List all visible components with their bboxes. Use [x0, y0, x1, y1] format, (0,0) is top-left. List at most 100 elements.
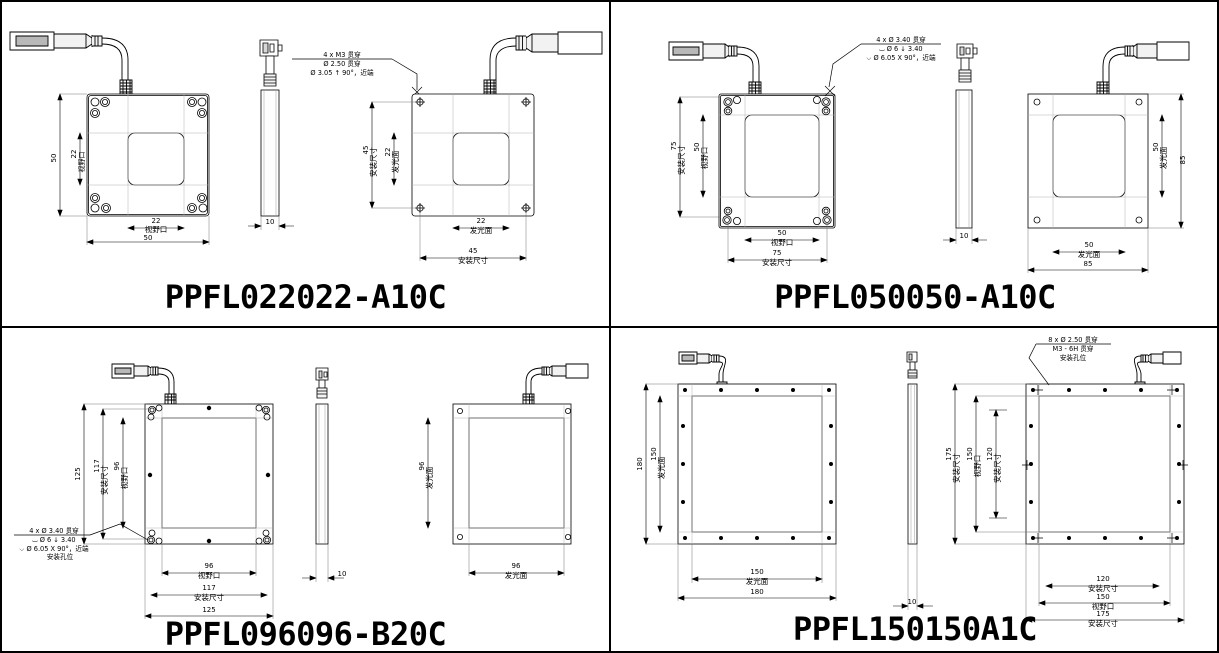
corner-screws: [146, 404, 271, 545]
callout-line3: ⌵ Ø 6.05 X 90°，近端: [19, 544, 89, 553]
front-view-dimensions: [677, 96, 828, 263]
dim-front-left-22-value: 22: [70, 150, 78, 159]
dim-front-left-75-value: 75: [670, 142, 678, 151]
cable-connector-front: [111, 363, 177, 405]
dim-front-left-50-label: 视野口: [699, 147, 709, 170]
callout-line3: Ø 3.05 ↑ 90°，近端: [310, 68, 374, 77]
rear-view-dimensions: [1027, 93, 1184, 273]
dim-front-left-150-value: 150: [650, 447, 658, 460]
hole-callout: [1028, 343, 1111, 386]
dim-rear-bottom-22-value: 22: [477, 217, 486, 225]
corner-screws: [90, 97, 208, 213]
dim-front-bottom-125: 125: [202, 606, 215, 614]
dim-front-bottom-150-value: 150: [750, 568, 763, 576]
side-view: [943, 43, 987, 244]
dim-rear-left-150-label: 视野口: [972, 455, 982, 478]
dim-side-thickness: 10: [908, 598, 917, 606]
dim-front-left-117-label: 安装尺寸: [99, 465, 109, 495]
dim-rear-left-22-label: 发光面: [390, 150, 400, 173]
front-view-dimensions: [81, 403, 274, 619]
front-view-body: [718, 93, 836, 229]
dim-front-left-125: 125: [74, 467, 82, 480]
front-view-body: [677, 383, 837, 545]
dim-rear-bottom-45-label: 安装尺寸: [458, 255, 488, 265]
model-title-ppfl150150: PPFL150150A1C: [793, 610, 1037, 648]
hole-callout-bottom: [14, 523, 149, 541]
rear-view-dimensions: [425, 417, 565, 576]
dim-front-bottom-150-label: 发光面: [746, 576, 769, 586]
rear-view-dimensions: [369, 101, 527, 261]
drawing-panel-ppfl022022: 50 22 视野口 22 视野口 50: [2, 2, 611, 328]
callout-line2: Ø 2.50 贯穿: [323, 59, 361, 68]
dim-rear-bottom-120-label: 安装尺寸: [1088, 583, 1118, 593]
dim-front-bottom-50: 50: [144, 234, 153, 242]
dim-front-left-96-label: 视野口: [119, 467, 129, 490]
dim-rear-bottom-50-value: 50: [1085, 241, 1094, 249]
drawing-ppfl050050: 75 安装尺寸 50 视野口 50 视野口 75 安装尺寸 4 x Ø 3.40…: [668, 35, 1190, 273]
rear-view-body: [1022, 383, 1188, 545]
cable-connector-rear: [483, 31, 603, 95]
drawing-ppfl096096: 125 117 安装尺寸 96 视野口 96 视野口 117 安装尺寸 125: [14, 363, 589, 619]
side-view: [248, 39, 294, 230]
dim-rear-bottom-22-label: 发光面: [470, 225, 493, 235]
side-view: [302, 367, 344, 582]
dim-rear-bottom-175-value: 175: [1096, 610, 1109, 618]
rear-view-body: [452, 403, 572, 545]
dim-front-bottom-22-value: 22: [152, 217, 161, 225]
dim-front-bottom-96-value: 96: [205, 562, 214, 570]
callout-line1: 4 x Ø 3.40 贯穿: [29, 526, 79, 535]
dim-front-left-22-label: 视野口: [77, 152, 86, 173]
dim-rear-bottom-150-value: 150: [1096, 593, 1109, 601]
rear-view-body: [411, 93, 535, 217]
dim-rear-right-85: 85: [1179, 156, 1187, 165]
edge-mounting-holes: [1022, 385, 1188, 543]
callout-line1: 8 x Ø 2.50 贯穿: [1048, 335, 1098, 344]
callout-line3: 安装孔位: [1060, 353, 1087, 362]
dim-rear-right-50-value: 50: [1152, 143, 1160, 152]
dim-rear-left-45-label: 安装尺寸: [368, 147, 378, 177]
rear-view-dimensions: [952, 383, 1185, 624]
side-view: [893, 351, 933, 610]
callout-line2: ⌴ Ø 6 ↓ 3.40: [32, 536, 75, 544]
dim-front-left-180: 180: [636, 457, 644, 470]
callout-line2: M3 - 6H 贯穿: [1053, 344, 1094, 353]
cable-connector-front: [9, 31, 133, 95]
dim-front-bottom-22-label: 视野口: [145, 224, 168, 234]
dim-front-left-150-label: 发光面: [656, 456, 666, 479]
drawing-panel-ppfl050050: 75 安装尺寸 50 视野口 50 视野口 75 安装尺寸 4 x Ø 3.40…: [611, 2, 1219, 328]
model-title-ppfl096096: PPFL096096-B20C: [164, 615, 447, 653]
dim-rear-bottom-50-label: 发光面: [1078, 249, 1101, 259]
rear-view-body: [1027, 93, 1149, 229]
dim-front-bottom-117-value: 117: [202, 584, 215, 592]
dim-rear-bottom-150-label: 视野口: [1092, 601, 1115, 611]
dim-front-left-117-value: 117: [93, 459, 101, 472]
dim-rear-left-22-value: 22: [384, 148, 392, 157]
model-title-ppfl050050: PPFL050050-A10C: [774, 278, 1056, 316]
dim-rear-left-120-label: 安装尺寸: [992, 453, 1002, 483]
dim-side-thickness: 10: [960, 232, 969, 240]
dim-front-left-75-label: 安装尺寸: [676, 145, 686, 175]
dim-rear-left-96-label: 发光面: [424, 466, 434, 489]
dim-front-left-50: 50: [50, 154, 58, 163]
dim-rear-left-175-label: 安装尺寸: [951, 453, 961, 483]
dim-rear-left-175-value: 175: [945, 447, 953, 460]
corner-screws: [722, 96, 832, 225]
callout-line2: ⌴ Ø 6 ↓ 3.40: [879, 45, 922, 53]
cable-connector-rear: [1096, 41, 1190, 95]
dim-rear-bottom-96-value: 96: [512, 562, 521, 570]
front-view-dimensions: [57, 93, 210, 245]
drawing-panel-ppfl150150: 180 150 发光面 150 发光面 180: [611, 328, 1219, 653]
dim-front-bottom-117-label: 安装尺寸: [194, 592, 224, 602]
dim-rear-left-45-value: 45: [362, 146, 370, 155]
dim-rear-left-150-value: 150: [966, 447, 974, 460]
front-view-dimensions: [643, 383, 837, 601]
cable-connector-rear: [522, 363, 589, 405]
dim-side-thickness: 10: [266, 218, 275, 226]
drawing-ppfl022022: 50 22 视野口 22 视野口 50: [9, 31, 603, 265]
dim-front-left-50-value: 50: [693, 143, 701, 152]
dim-rear-bottom-85: 85: [1084, 260, 1093, 268]
dim-side-thickness: 10: [338, 570, 347, 578]
dim-rear-bottom-96-label: 发光面: [505, 570, 528, 580]
edge-screws: [681, 388, 833, 540]
